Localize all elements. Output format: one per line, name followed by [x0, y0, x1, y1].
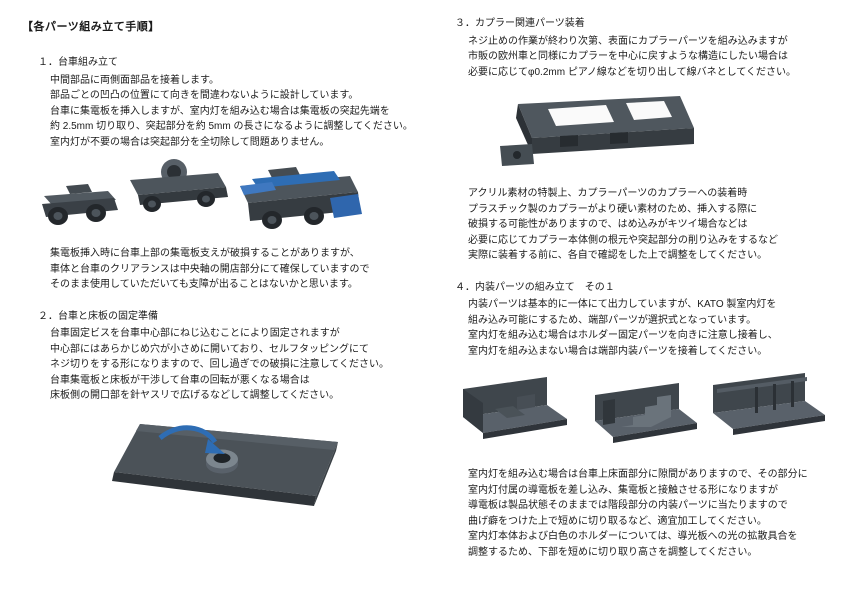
section-4-paragraph-2: 室内灯を組み込む場合は台車上床面部分に隙間がありますので、その部分に 室内灯付属…	[468, 469, 808, 558]
coupler-frame-svg	[500, 96, 694, 166]
coupler-frame	[500, 96, 694, 166]
bogie-motor-with-blue-parts	[240, 167, 362, 229]
section-4-heading: ４．内装パーツの組み立て その１	[455, 281, 615, 293]
section-4-paragraph-1: 内装パーツは基本的に一体にて出力していますが、KATO 製室内灯を 組み込み可能…	[468, 299, 778, 357]
interior-end-part-2	[713, 373, 825, 435]
right-column: ３．カプラー関連パーツ装着 ネジ止めの作業が終わり次第、表面にカプラーパーツを組…	[455, 16, 837, 560]
section-1-paragraph-2: 集電板挿入時に台車上部の集電板支えが破損することがありますが、 車体と台車のクリ…	[50, 248, 370, 290]
section-3-paragraph-2: アクリル素材の特製上、カプラーパーツのカプラーへの装着時 プラスチック製のカプラ…	[468, 188, 778, 261]
floor-plate-figure	[110, 412, 434, 524]
bogie-frame-with-pivot	[130, 159, 228, 212]
bogie-render-svg	[42, 159, 362, 229]
section-floor-fixing: ２．台車と床板の固定準備 台車固定ビスを台車中心部にねじ込むことにより固定されま…	[22, 309, 434, 524]
section-3-paragraph-1: ネジ止めの作業が終わり次第、表面にカプラーパーツを組み込みますが 市販の欧州車と…	[468, 35, 797, 78]
section-1-heading: １．台車組み立て	[38, 57, 118, 68]
section-3-heading: ３．カプラー関連パーツ装着	[455, 18, 585, 29]
section-coupler-parts: ３．カプラー関連パーツ装着 ネジ止めの作業が終わり次第、表面にカプラーパーツを組…	[455, 16, 837, 264]
bogie-small	[42, 184, 118, 225]
section-2-heading: ２．台車と床板の固定準備	[38, 310, 158, 322]
interior-end-part	[463, 377, 567, 439]
bogie-assembly-figure	[28, 156, 434, 240]
section-bogie-assembly: １．台車組み立て 中間部品に両側面部品を接着します。 部品ごとの凹凸の位置にて向…	[22, 55, 434, 293]
interior-parts-svg	[463, 373, 825, 443]
section-1-paragraph-1: 中間部品に両側面部品を接着します。 部品ごとの凹凸の位置にて向きを間違わないよう…	[50, 74, 413, 148]
blue-arrow	[158, 424, 225, 454]
coupler-frame-figure	[490, 90, 837, 178]
interior-parts-figure	[455, 365, 837, 461]
left-column: 【各パーツ組み立て手順】 １．台車組み立て 中間部品に両側面部品を接着します。 …	[22, 20, 434, 524]
interior-stair-part	[595, 383, 697, 443]
floor-plate-svg	[112, 423, 338, 506]
floor-plate	[112, 423, 338, 506]
section-2-paragraph-1: 台車固定ビスを台車中心部にねじ込むことにより固定されますが 中心部にはあらかじめ…	[50, 328, 389, 401]
page-title: 【各パーツ組み立て手順】	[22, 21, 160, 33]
section-interior-parts: ４．内装パーツの組み立て その１ 内装パーツは基本的に一体にて出力していますが、…	[455, 280, 837, 561]
